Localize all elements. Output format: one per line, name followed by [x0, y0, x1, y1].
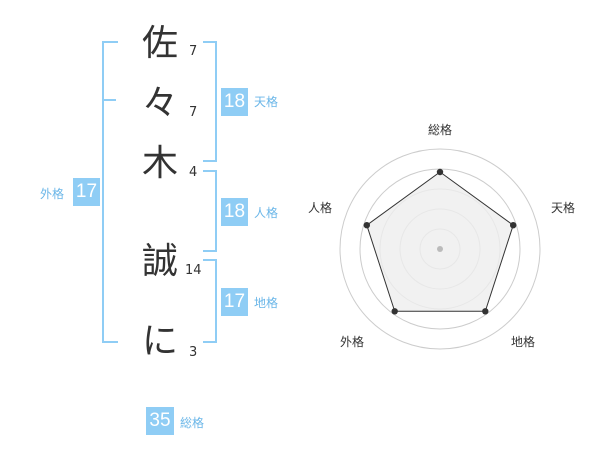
stroke-count-4: 14 — [185, 263, 202, 278]
radar-point — [436, 168, 444, 176]
radar-axis-label-jinkaku: 人格 — [308, 201, 333, 215]
radar-point — [510, 222, 517, 229]
name-char-3: 木 — [141, 143, 178, 184]
radar-axis-label-tenkaku: 天格 — [551, 201, 576, 215]
radar-point — [482, 308, 489, 315]
stroke-count-2: 7 — [189, 105, 198, 120]
stroke-count-1: 7 — [189, 44, 198, 59]
stroke-count-5: 3 — [189, 345, 198, 360]
chikaku-score: 17 — [221, 288, 248, 316]
tenkaku-bracket — [203, 41, 217, 162]
radar-axis-label-chikaku: 地格 — [511, 335, 536, 349]
radar-point — [363, 222, 370, 229]
name-char-4: 誠 — [141, 241, 178, 282]
gaikaku-bracket — [102, 41, 118, 343]
gaikaku-label: 外格 — [40, 187, 65, 201]
radar-point — [391, 308, 398, 315]
tenkaku-label: 天格 — [254, 95, 279, 109]
name-char-1: 佐 — [141, 23, 178, 64]
name-char-2: 々 — [141, 83, 178, 124]
soukaku-score: 35 — [146, 407, 174, 435]
radar-polygon — [366, 171, 514, 312]
chikaku-label: 地格 — [254, 296, 279, 310]
chikaku-bracket — [203, 259, 217, 343]
gaikaku-bracket-tick — [104, 99, 116, 101]
radar-axis-label-soukaku: 総格 — [428, 123, 453, 137]
jinkaku-label: 人格 — [254, 206, 279, 220]
jinkaku-score: 18 — [221, 198, 248, 226]
radar-axis-label-gaikaku: 外格 — [340, 335, 365, 349]
radar-center-dot — [437, 246, 443, 252]
tenkaku-score: 18 — [221, 88, 248, 116]
jinkaku-bracket — [203, 170, 217, 252]
name-char-5: に — [141, 321, 178, 362]
soukaku-label: 総格 — [180, 416, 205, 430]
radar-ring — [339, 148, 541, 350]
stroke-count-3: 4 — [189, 165, 198, 180]
gaikaku-score: 17 — [73, 178, 100, 206]
radar-points — [363, 168, 517, 315]
